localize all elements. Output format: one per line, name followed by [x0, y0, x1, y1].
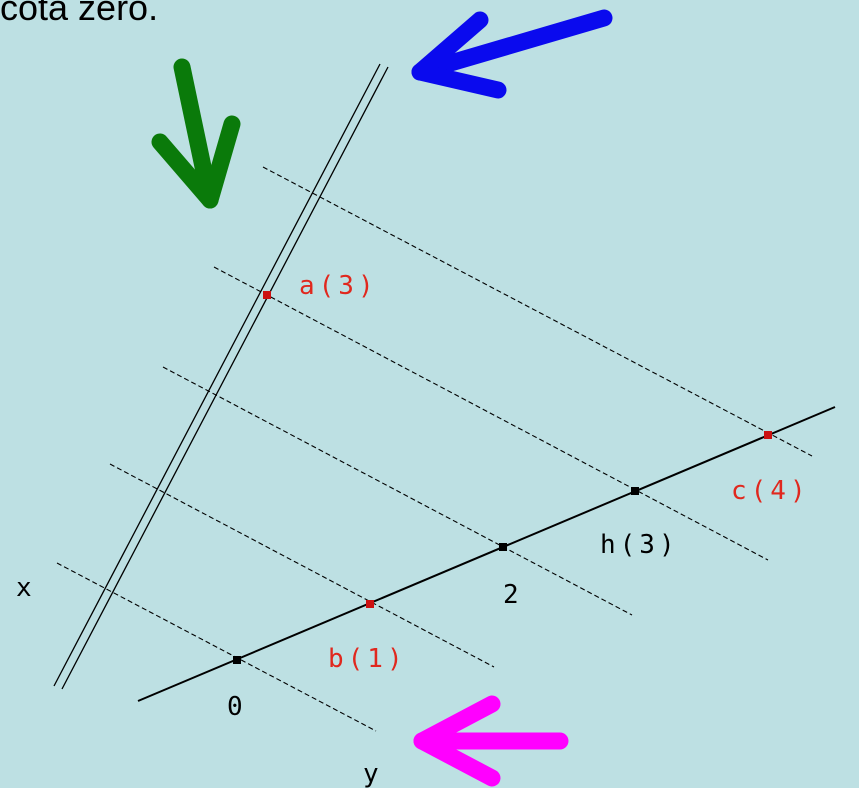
point-a — [263, 291, 271, 299]
double-line — [53, 63, 389, 690]
label-two: 2 — [503, 580, 523, 610]
point-zero — [233, 656, 241, 664]
label-b: b(1) — [328, 644, 407, 674]
point-b — [366, 600, 374, 608]
label-y: y — [363, 759, 383, 788]
projection-line-3 — [162, 366, 633, 616]
label-x: x — [16, 573, 36, 603]
caption-text: cota zero. — [0, 0, 159, 28]
graduated-line — [137, 406, 836, 702]
arrow-icon — [413, 695, 569, 787]
label-h: h(3) — [600, 530, 679, 560]
projection-lines — [56, 166, 813, 732]
point-two — [499, 543, 507, 551]
double-line-right — [61, 66, 389, 690]
label-a: a(3) — [299, 271, 378, 301]
projection-line-5 — [56, 562, 377, 732]
label-c: c(4) — [731, 476, 810, 506]
point-h — [631, 487, 639, 495]
projection-line-2 — [213, 266, 769, 561]
double-line-left — [53, 63, 381, 687]
point-c — [764, 431, 772, 439]
arrow-icon — [151, 58, 241, 209]
arrow-icon — [411, 9, 613, 99]
projection-line-4 — [109, 463, 495, 668]
label-zero: 0 — [227, 692, 247, 722]
projection-line-1 — [262, 166, 813, 457]
